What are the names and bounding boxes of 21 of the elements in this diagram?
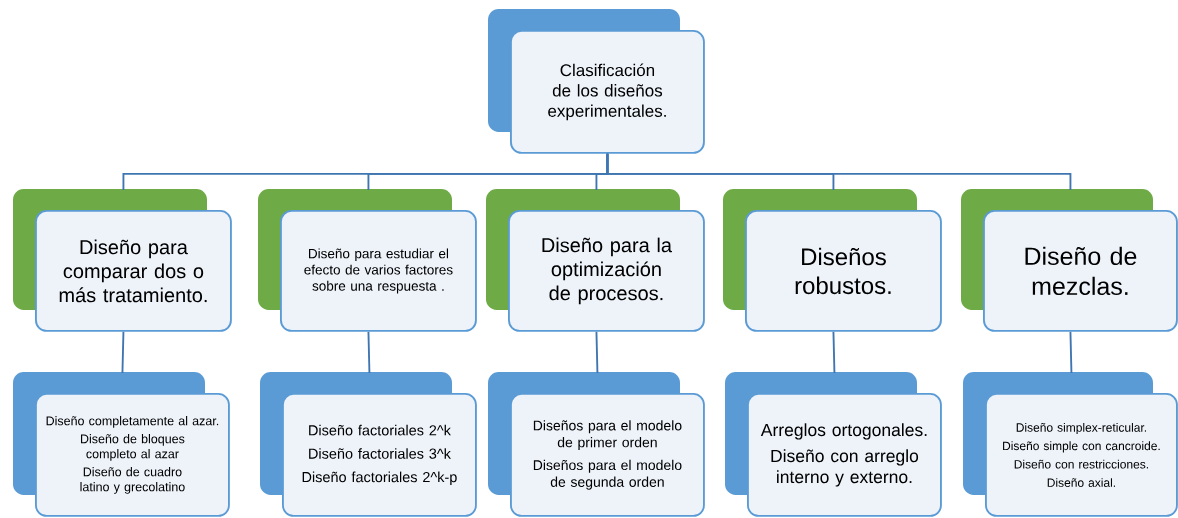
connector-line bbox=[121, 330, 125, 374]
connector-line bbox=[1069, 330, 1073, 374]
connector-line bbox=[367, 330, 371, 374]
list-box: Diseños para el modelo de primer orden Diseños para el modelo de segunda orden bbox=[510, 393, 705, 517]
node-label: Diseño simplex-reticular. bbox=[1016, 422, 1147, 435]
node-label: Diseño axial. bbox=[1047, 478, 1116, 487]
list-box: Diseño factoriales 2^k Diseño factoriales 3^k Diseño factoriales 2^k-p bbox=[282, 393, 477, 517]
category-box: Diseños robustos. bbox=[745, 210, 942, 332]
connector-line bbox=[606, 152, 1072, 191]
list-box: Arreglos ortogonales. Diseño con arreglo interno y externo. bbox=[747, 393, 942, 517]
list-box: Diseño completamente al azar. Diseño de bloques completo al azar Diseño de cuadro latino y grecolatino bbox=[35, 393, 230, 517]
connector-line bbox=[595, 330, 599, 374]
title-box: Clasificación de los diseños experimentales. bbox=[510, 30, 705, 154]
connector-line bbox=[832, 330, 836, 374]
category-box: Diseño de mezclas. bbox=[983, 210, 1178, 332]
node-label: Diseño con restricciones. bbox=[1014, 459, 1149, 469]
list-box: Diseño simplex-reticular. Diseño simple con cancroide. Diseño con restricciones. Diseño axial. bbox=[985, 393, 1178, 517]
node-label: Diseño simple con cancroide. bbox=[1003, 441, 1160, 453]
category-box: Diseño para estudiar el efecto de varios factores sobre una respuesta . bbox=[280, 210, 477, 332]
category-box: Diseño para comparar dos o más tratamiento. bbox=[35, 210, 232, 332]
category-box: Diseño para la optimización de procesos. bbox=[508, 210, 705, 332]
